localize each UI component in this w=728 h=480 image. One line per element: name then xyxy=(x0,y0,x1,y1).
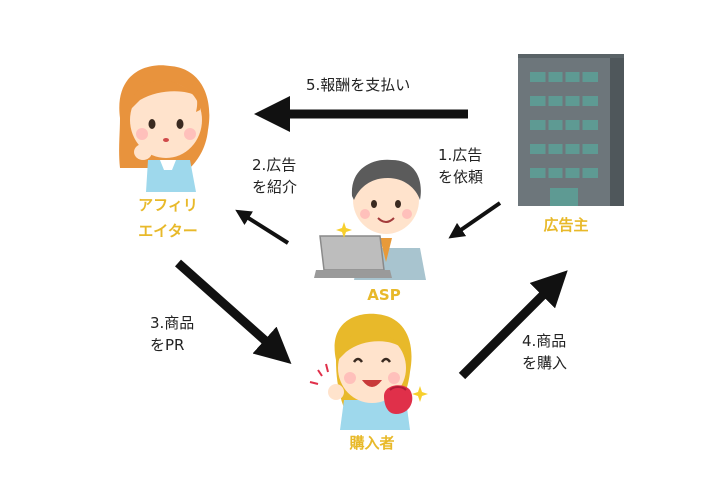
step1-line1: 1.広告 xyxy=(438,146,483,164)
step2-line1: 2.広告 xyxy=(252,156,297,174)
woman-thinking-icon xyxy=(119,65,210,192)
arrow-buy-product xyxy=(458,270,568,380)
affiliate-label: アフィリ エイター xyxy=(128,192,208,244)
step4-line1: 4.商品 xyxy=(522,332,567,350)
step5-label: 5.報酬を支払い xyxy=(306,76,411,94)
step1-line2: を依頼 xyxy=(438,168,484,186)
arrow-introduce-ad xyxy=(235,209,290,245)
step2-line2: を紹介 xyxy=(252,178,298,196)
step2-label: 2.広告 を紹介 xyxy=(252,154,297,198)
arrow-promote-product xyxy=(175,259,292,364)
step1-label: 1.広告 を依頼 xyxy=(438,144,483,188)
step4-label: 4.商品 を購入 xyxy=(522,330,567,374)
woman-with-wallet-icon xyxy=(309,313,428,430)
step3-line2: をPR xyxy=(150,336,185,354)
arrow-request-ad xyxy=(448,201,502,239)
advertiser-label: 広告主 xyxy=(543,216,589,234)
step4-line2: を購入 xyxy=(522,354,568,372)
office-building-icon xyxy=(518,54,624,206)
step3-label: 3.商品 をPR xyxy=(150,312,194,356)
affiliate-label-line1: アフィリ xyxy=(138,196,198,214)
businessman-laptop-icon xyxy=(314,159,426,280)
step3-line1: 3.商品 xyxy=(150,314,195,332)
asp-label: ASP xyxy=(367,286,401,304)
affiliate-label-line2: エイター xyxy=(138,222,198,240)
buyer-label: 購入者 xyxy=(349,434,395,452)
